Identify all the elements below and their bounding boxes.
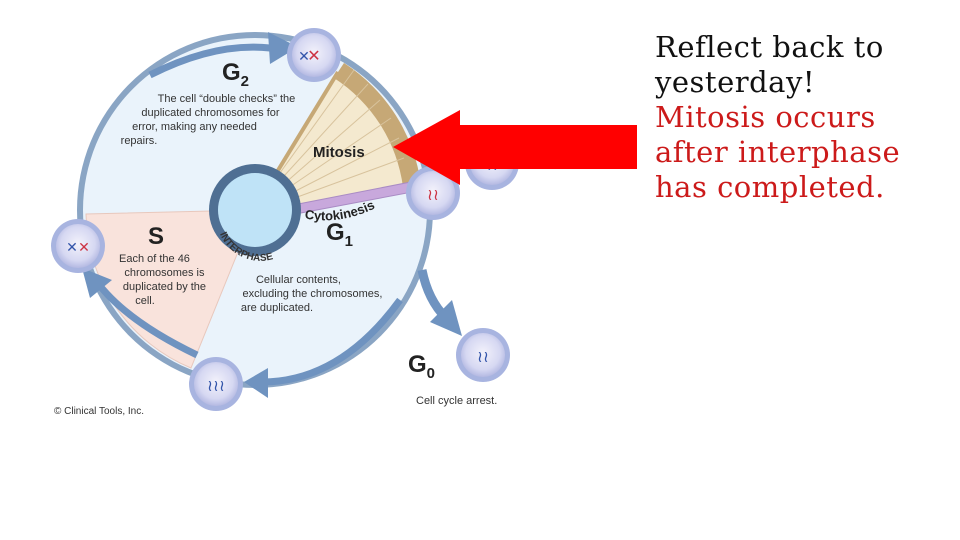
red-pointer-arrow	[393, 110, 637, 185]
mitosis-sector-border	[334, 63, 421, 187]
svg-text:✕: ✕	[78, 240, 90, 256]
cycle-arrow-bottom	[261, 297, 403, 386]
cell-g1: ≀≀	[406, 166, 460, 220]
s-description: Each of the 46 chromosomes is duplicated…	[119, 253, 209, 307]
g1-description: Cellular contents, excluding the chromos…	[241, 274, 386, 314]
svg-text:≀≀: ≀≀	[427, 185, 439, 204]
svg-text:≀≀≀: ≀≀≀	[207, 376, 225, 395]
s-label: S	[148, 223, 164, 250]
g0-label: G0	[408, 351, 435, 382]
mitosis-spokes	[271, 69, 405, 204]
svg-text:✕: ✕	[66, 240, 78, 256]
svg-text:✕: ✕	[298, 49, 310, 65]
svg-text:✕: ✕	[307, 46, 320, 65]
slide-line-2: yesterday!	[655, 65, 815, 99]
cycle-arrow-top	[148, 43, 271, 79]
copyright: © Clinical Tools, Inc.	[54, 406, 144, 417]
interphase-nucleus	[218, 173, 292, 247]
cycle-arrow-bottom-head	[244, 368, 268, 398]
cycle-arrow-left-head	[82, 268, 112, 298]
cell-bottom: ≀≀≀	[189, 357, 243, 411]
g0-branch-arrow-head	[430, 300, 462, 336]
cycle-arrow-top-head	[268, 32, 298, 64]
slide-text: Reflect back to yesterday! Mitosis occur…	[655, 30, 955, 205]
slide-line-5: has completed.	[655, 170, 885, 204]
slide-line-3: Mitosis occurs	[655, 100, 876, 134]
slide-line-4: after interphase	[655, 135, 901, 169]
mitosis-label: Mitosis	[313, 144, 365, 161]
g0-description: Cell cycle arrest.	[416, 395, 497, 407]
g2-label: G2	[222, 59, 249, 90]
cell-g0: ≀≀	[456, 328, 510, 382]
g2-description: The cell “double checks” the duplicated …	[121, 93, 299, 147]
cell-g2: ✕ ✕	[287, 28, 341, 82]
cell-s: ✕ ✕	[51, 219, 105, 273]
svg-text:≀≀: ≀≀	[477, 347, 489, 366]
g1-label: G1	[326, 219, 353, 250]
slide-line-1: Reflect back to	[655, 30, 884, 64]
